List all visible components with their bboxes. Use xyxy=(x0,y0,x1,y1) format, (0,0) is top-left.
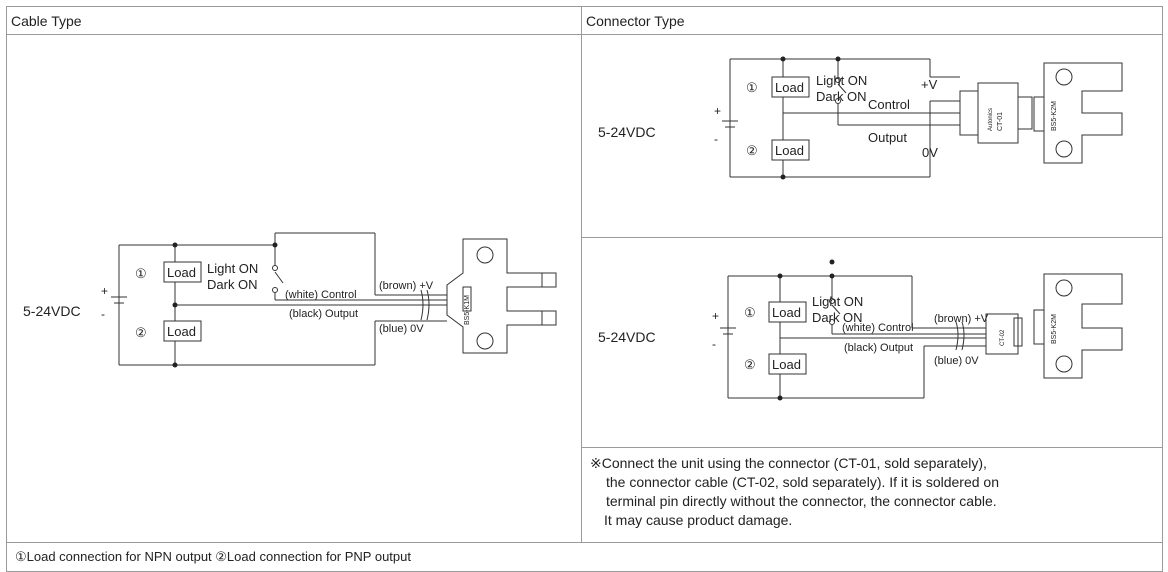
plug-model-label: CT-02 xyxy=(1000,329,1006,346)
npn-marker-c2: ① xyxy=(744,305,756,320)
dark-on-label-c1: Dark ON xyxy=(816,89,867,104)
minus-sign-c2: - xyxy=(712,337,716,351)
cable-type-diagram: + - 5-24VDC ① ② Load Load Light ON Dark … xyxy=(23,232,557,368)
dark-on-label-c2: Dark ON xyxy=(812,310,863,325)
supply-voltage-label-c2: 5-24VDC xyxy=(598,329,656,345)
supply-voltage-label-c1: 5-24VDC xyxy=(598,124,656,140)
connector-model-label: CT-01 xyxy=(997,112,1004,131)
note-line-4: It may cause product damage. xyxy=(604,512,793,529)
plus-sign: + xyxy=(101,284,108,298)
dark-on-label: Dark ON xyxy=(207,277,258,292)
sensor-model-label: BS5-K1M xyxy=(464,295,471,325)
wiring-table: Cable Type Connector Type xyxy=(6,6,1163,572)
connector-diagram-2-cell: + - 5-24VDC ① ② Load Load Light ON Dark … xyxy=(581,236,1163,449)
brown-wire-label-c2: (brown) +V xyxy=(934,313,989,325)
light-on-label-c1: Light ON xyxy=(816,73,867,88)
blue-wire-label-c2: (blue) 0V xyxy=(934,355,979,367)
supply-voltage-label: 5-24VDC xyxy=(23,303,81,319)
cable-type-cell: + - 5-24VDC ① ② Load Load Light ON Dark … xyxy=(6,34,582,543)
plus-sign-c2: + xyxy=(712,309,719,323)
load-1-label: Load xyxy=(167,265,196,280)
npn-marker-c1: ① xyxy=(746,80,758,95)
plus-v-label-c1: +V xyxy=(921,77,938,92)
connector-diagram-1: + - 5-24VDC ① ② Load Load Light ON Dark … xyxy=(598,56,1123,180)
control-label-c1: Control xyxy=(868,97,910,112)
output-wire-label-c2: (black) Output xyxy=(844,342,913,354)
blue-wire-label: (blue) 0V xyxy=(379,323,424,335)
sensor-model-label-c2: BS5-K2M xyxy=(1051,314,1058,344)
npn-marker: ① xyxy=(135,266,147,281)
output-wire-label: (black) Output xyxy=(289,308,358,320)
zero-v-label-c1: 0V xyxy=(922,145,938,160)
note-line-2: the connector cable (CT-02, sold separat… xyxy=(606,474,999,491)
connector-diagram-1-cell: + - 5-24VDC ① ② Load Load Light ON Dark … xyxy=(581,34,1163,238)
cable-type-header: Cable Type xyxy=(6,6,582,35)
sensor-model-label-c1: BS5-K2M xyxy=(1051,101,1058,131)
brown-wire-label: (brown) +V xyxy=(379,280,434,292)
load-1-label-c2: Load xyxy=(772,305,801,320)
note-line-3: terminal pin directly without the connec… xyxy=(606,493,997,510)
control-wire-label: (white) Control xyxy=(285,289,357,301)
connector-brand-label: Autonics xyxy=(988,108,994,131)
load-1-label-c1: Load xyxy=(775,80,804,95)
connector-diagram-2: + - 5-24VDC ① ② Load Load Light ON Dark … xyxy=(598,259,1123,401)
footer-note: ①Load connection for NPN output ②Load co… xyxy=(6,542,1163,572)
connector-type-header: Connector Type xyxy=(581,6,1163,35)
pnp-marker-c1: ② xyxy=(746,143,758,158)
output-label-c1: Output xyxy=(868,130,907,145)
control-wire-label-c2: (white) Control xyxy=(842,322,914,334)
caution-note: ※Connect the unit using the connector (C… xyxy=(582,448,1162,530)
pnp-marker: ② xyxy=(135,325,147,340)
caution-note-cell: ※Connect the unit using the connector (C… xyxy=(581,447,1163,543)
pnp-marker-c2: ② xyxy=(744,357,756,372)
plus-sign-c1: + xyxy=(714,104,721,118)
minus-sign: - xyxy=(101,307,105,321)
light-on-label-c2: Light ON xyxy=(812,294,863,309)
note-line-1: ※Connect the unit using the connector (C… xyxy=(590,455,987,472)
light-on-label: Light ON xyxy=(207,261,258,276)
minus-sign-c1: - xyxy=(714,132,718,146)
load-2-label-c1: Load xyxy=(775,143,804,158)
load-2-label: Load xyxy=(167,324,196,339)
load-2-label-c2: Load xyxy=(772,357,801,372)
